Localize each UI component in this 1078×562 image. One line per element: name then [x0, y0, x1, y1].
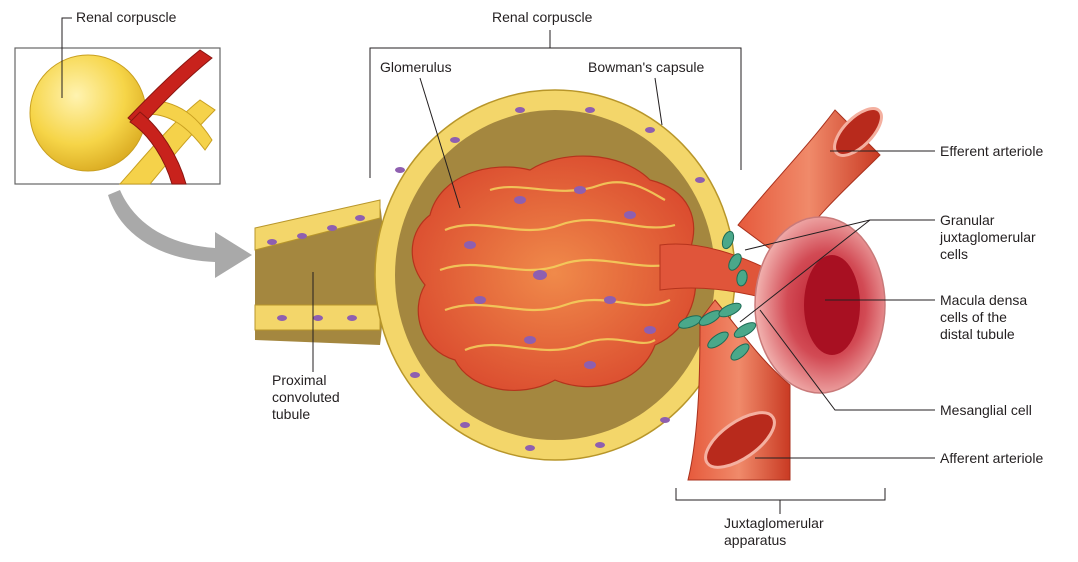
- inset-sphere: [29, 54, 147, 172]
- label-renal-corpuscle: Renal corpuscle: [492, 9, 593, 25]
- label-afferent-arteriole: Afferent arteriole: [940, 450, 1044, 466]
- inset-panel: [14, 47, 221, 185]
- glomerulus: [411, 155, 697, 391]
- label-juxtaglomerular-apparatus: Juxtaglomerular apparatus: [724, 515, 824, 548]
- label-efferent-arteriole: Efferent arteriole: [940, 143, 1044, 159]
- label-mesanglial-cell: Mesanglial cell: [940, 402, 1032, 418]
- label-inset-renal-corpuscle: Renal corpuscle: [76, 9, 177, 25]
- distal-tubule: [754, 216, 886, 394]
- proximal-convoluted-tubule: [254, 199, 384, 345]
- label-granular-juxtaglomerular-cells: Granular juxtaglomerular cells: [940, 212, 1036, 262]
- label-bowmans-capsule: Bowman's capsule: [588, 59, 705, 75]
- label-macula-densa: Macula densa cells of the distal tubule: [940, 292, 1028, 342]
- leader-lines: [61, 17, 935, 514]
- magnify-arrow: [108, 190, 252, 278]
- label-proximal-convoluted-tubule: Proximal convoluted tubule: [272, 372, 340, 422]
- label-glomerulus: Glomerulus: [380, 59, 452, 75]
- granular-juxtaglomerular-cells: [678, 230, 757, 361]
